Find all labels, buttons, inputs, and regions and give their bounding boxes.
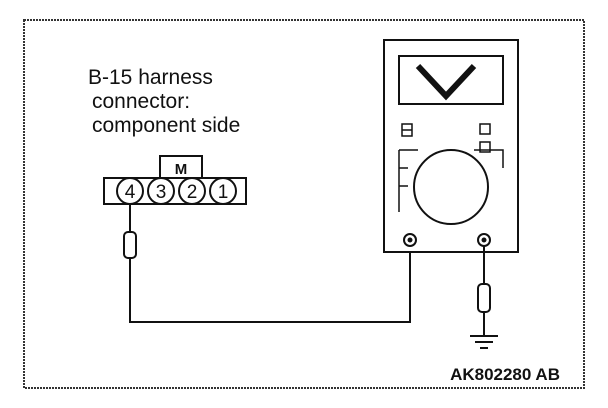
test-lead-wire bbox=[129, 244, 411, 323]
caption-line-2: connector: bbox=[92, 90, 190, 113]
connector-caption: B-15 harness connector: component side bbox=[88, 66, 240, 137]
pin-label: 4 bbox=[125, 182, 136, 203]
pin-label: 2 bbox=[187, 182, 198, 203]
meter-dial-guide bbox=[398, 149, 504, 212]
connector-pin: 2 bbox=[178, 177, 206, 205]
voltage-v-icon bbox=[415, 63, 477, 101]
meter-small-button bbox=[479, 123, 491, 135]
connector-pin: 3 bbox=[147, 177, 175, 205]
meter-rotary-dial bbox=[413, 149, 489, 225]
meter-terminal-right bbox=[477, 233, 491, 247]
connector-pin: 4 bbox=[116, 177, 144, 205]
connector-key-label: M bbox=[175, 161, 188, 178]
test-probe-left bbox=[123, 204, 137, 259]
multimeter-display bbox=[398, 55, 504, 105]
harness-connector: M 4 3 2 1 bbox=[103, 155, 247, 205]
connector-pin: 1 bbox=[209, 177, 237, 205]
test-probe-right bbox=[477, 246, 491, 336]
meter-small-button bbox=[479, 141, 491, 153]
figure-code: AK802280 AB bbox=[450, 365, 560, 384]
caption-line-3: component side bbox=[92, 114, 240, 137]
multimeter bbox=[383, 39, 519, 253]
pin-label: 3 bbox=[156, 182, 167, 203]
meter-terminal-left bbox=[403, 233, 417, 247]
caption-line-1: B-15 harness bbox=[88, 66, 213, 89]
pin-label: 1 bbox=[218, 182, 229, 203]
ground-symbol-icon bbox=[470, 335, 498, 349]
figure-frame bbox=[23, 19, 585, 389]
